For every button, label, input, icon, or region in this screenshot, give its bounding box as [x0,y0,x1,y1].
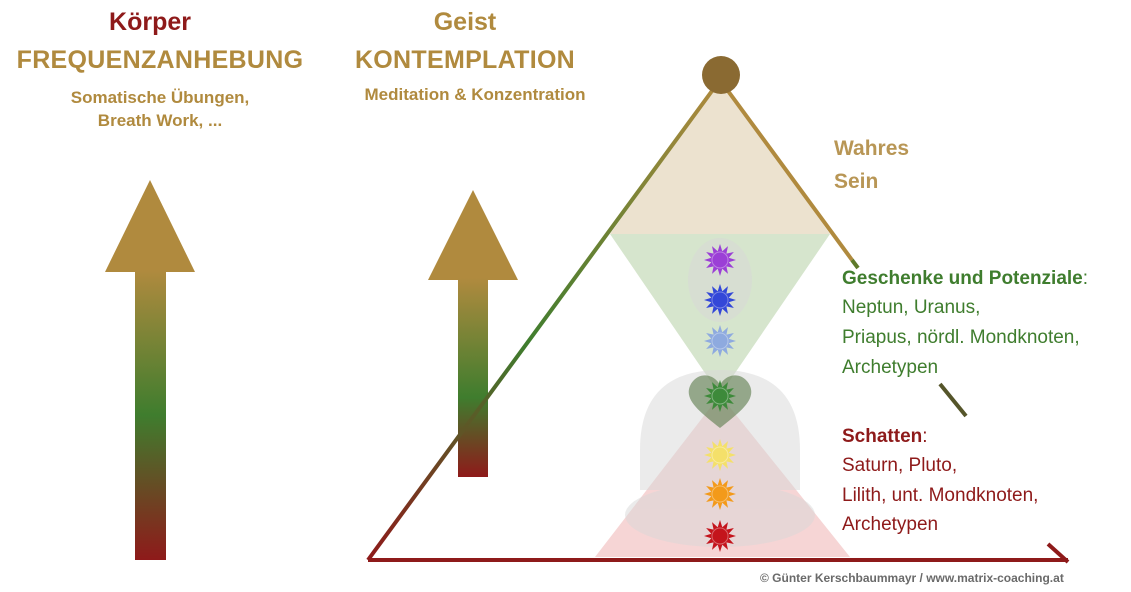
chakra-column [704,244,736,552]
body-subtitle-line2: Breath Work, ... [97,111,223,130]
true-being-label-line1: Wahres [834,137,910,160]
mind-subtitle: Meditation & Konzentration [364,85,586,104]
shadow-heading: Schatten: [842,426,928,448]
pyramid-left-edge [366,78,722,562]
mind-arrow [428,190,518,477]
mind-title: Geist [433,8,497,36]
chakra-crown-core [711,251,729,269]
gifts-heading: Geschenke und Potenziale: [842,268,1088,290]
shadow-heading-text: Schatten [842,426,923,447]
body-heading: FREQUENZANHEBUNG [16,46,304,74]
gifts-heading-text: Geschenke und Potenziale [842,268,1083,289]
body-arrow [105,180,195,560]
chakra-throat-core [711,332,729,350]
gifts-heading-colon: : [1082,268,1089,289]
shadow-line3: Archetypen [842,514,939,535]
pyramid-right-edge-lower [938,382,968,418]
chakra-heart-core [711,387,729,405]
copyright-credit: © Günter Kerschbaummayr / www.matrix-coa… [760,571,1064,585]
chakra-third-eye-core [711,291,729,309]
gifts-line2: Priapus, nördl. Mondknoten, [842,327,1080,348]
meditating-figure [625,238,815,547]
pyramid-right-edge-green [850,258,860,270]
chakra-sacral-core [711,485,729,503]
chakra-root-core [711,527,729,545]
pyramid-right-edge [718,78,854,262]
mind-heading: KONTEMPLATION [354,46,576,74]
gifts-line3: Archetypen [842,357,939,378]
top-triangle-fill [610,80,830,234]
body-title: Körper [109,8,191,36]
gifts-line1: Neptun, Uranus, [842,297,981,318]
body-subtitle-line1: Somatische Übungen, [70,88,250,107]
shadow-line1: Saturn, Pluto, [842,455,958,476]
true-being-label-line2: Sein [834,170,879,193]
apex-circle [702,56,740,94]
chakra-solar-plexus-core [711,446,729,464]
shadow-line2: Lilith, unt. Mondknoten, [842,485,1039,506]
shadow-heading-colon: : [922,426,928,447]
